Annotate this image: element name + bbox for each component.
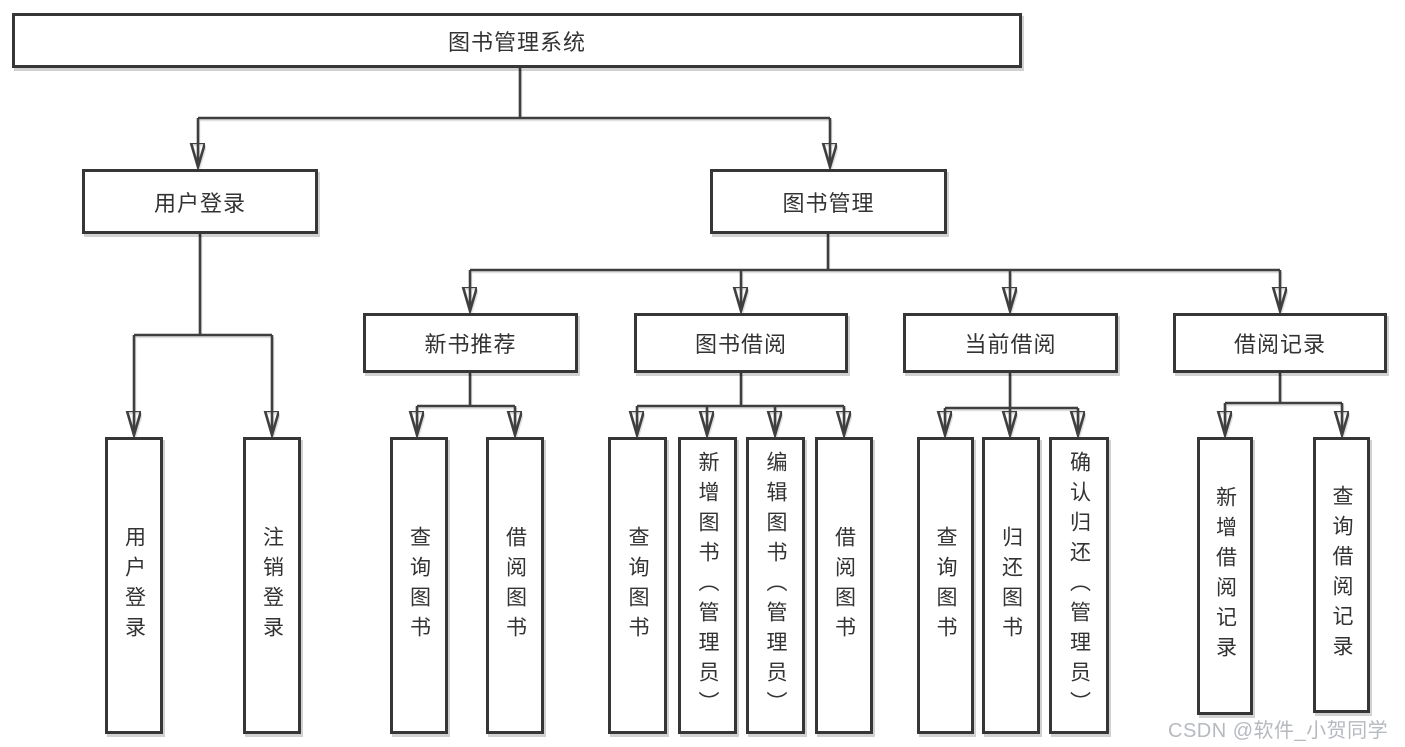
node-current-borrow: 当前借阅 — [903, 313, 1118, 373]
leaf-logout: 注销登录 — [243, 437, 301, 734]
csdn-watermark: CSDN @软件_小贺同学 — [1168, 720, 1389, 742]
node-root-system: 图书管理系统 — [12, 13, 1022, 68]
connector-current-borrow — [945, 373, 1078, 410]
leaf-nb-borrow-books: 借阅图书 — [486, 437, 544, 734]
leaf-label: 确认归还（管理员） — [1067, 450, 1091, 721]
leaf-label: 查询图书 — [626, 525, 649, 646]
leaf-label: 借阅图书 — [503, 525, 527, 646]
node-label: 图书借阅 — [694, 332, 787, 357]
leaf-label: 查询图书 — [407, 525, 431, 646]
leaf-label: 归还图书 — [999, 525, 1023, 646]
leaf-label: 查询借阅记录 — [1330, 485, 1353, 665]
node-user-login: 用户登录 — [82, 169, 318, 234]
node-label: 新书推荐 — [424, 332, 517, 357]
connector-root — [198, 68, 830, 120]
leaf-br-add-record: 新增借阅记录 — [1197, 437, 1253, 715]
leaf-label: 编辑图书（管理员） — [764, 450, 787, 721]
leaf-bb-add-books-admin: 新增图书（管理员） — [678, 437, 737, 734]
node-label: 当前借阅 — [964, 332, 1057, 357]
leaf-nb-query-books: 查询图书 — [390, 437, 448, 734]
leaf-bb-borrow-books: 借阅图书 — [815, 437, 873, 734]
leaf-label: 借阅图书 — [832, 525, 856, 646]
leaf-user-login: 用户登录 — [105, 437, 163, 734]
connector-borrow-records — [1225, 373, 1342, 405]
node-label: 图书管理系统 — [447, 29, 586, 55]
leaf-bb-query-books: 查询图书 — [608, 437, 667, 734]
node-new-book-recommend: 新书推荐 — [363, 313, 578, 373]
leaf-label: 新增借阅记录 — [1213, 486, 1237, 666]
node-label: 图书管理 — [782, 190, 875, 216]
leaf-bb-edit-books-admin: 编辑图书（管理员） — [746, 437, 805, 734]
connector-book-borrow — [637, 373, 844, 408]
connector-user-login — [134, 234, 272, 337]
leaf-label: 用户登录 — [122, 525, 146, 646]
node-borrow-records: 借阅记录 — [1173, 313, 1387, 373]
leaf-label: 查询图书 — [934, 525, 957, 646]
node-book-borrow: 图书借阅 — [634, 313, 848, 373]
node-book-management: 图书管理 — [710, 169, 947, 234]
connector-book-mgmt — [470, 234, 1280, 272]
leaf-cb-confirm-return-admin: 确认归还（管理员） — [1049, 437, 1109, 734]
leaf-cb-return-books: 归还图书 — [982, 437, 1040, 734]
node-label: 借阅记录 — [1233, 332, 1326, 357]
node-label: 用户登录 — [153, 190, 246, 216]
leaf-label: 新增图书（管理员） — [696, 450, 719, 721]
leaf-label: 注销登录 — [260, 525, 284, 646]
leaf-br-query-record: 查询借阅记录 — [1313, 437, 1370, 713]
leaf-cb-query-books: 查询图书 — [917, 437, 974, 734]
connector-new-book — [417, 373, 515, 408]
